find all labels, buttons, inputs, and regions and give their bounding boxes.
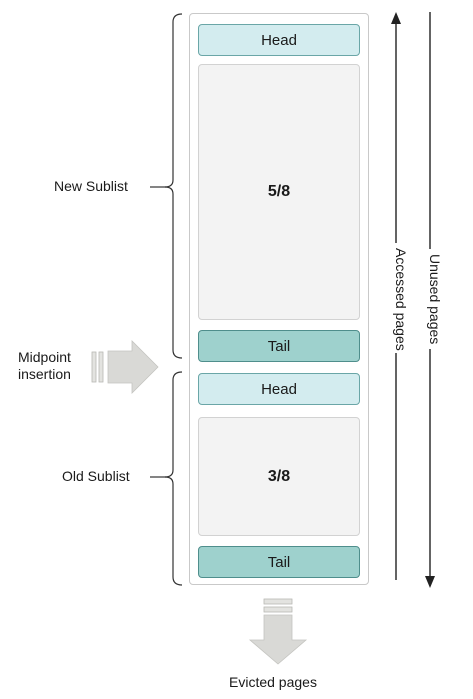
new-sublist-fraction: 5/8: [267, 183, 291, 200]
evicted-pages-label: Evicted pages: [229, 674, 317, 690]
midpoint-arrow: [107, 340, 159, 394]
new-sublist-tail: Tail: [198, 330, 360, 362]
accessed-pages-arrowhead: [391, 12, 401, 24]
old-sublist-head-label: Head: [261, 380, 297, 398]
unused-pages-label: Unused pages: [426, 249, 444, 349]
old-sublist-tail-label: Tail: [267, 553, 291, 571]
old-sublist-head: Head: [198, 373, 360, 405]
unused-pages-arrowhead: [425, 576, 435, 588]
old-sublist-fraction: 3/8: [267, 467, 291, 485]
old-sublist-body: 3/8: [198, 417, 360, 536]
new-sublist-head-label: Head: [261, 31, 297, 49]
old-sublist-label: Old Sublist: [62, 468, 130, 484]
new-sublist-label: New Sublist: [54, 178, 128, 194]
new-sublist-bracket: [164, 13, 183, 359]
midpoint-insertion-label: Midpoint insertion: [18, 349, 71, 383]
new-sublist-body: 5/8: [198, 64, 360, 320]
new-sublist-tail-label: Tail: [267, 337, 291, 355]
evicted-stripe-2: [263, 606, 293, 613]
accessed-pages-label: Accessed pages: [392, 243, 410, 353]
old-sublist-bracket: [164, 371, 183, 586]
evicted-stripe-1: [263, 598, 293, 605]
old-sublist-tail: Tail: [198, 546, 360, 578]
evicted-arrow: [248, 614, 308, 665]
midpoint-insertion-line1: Midpoint: [18, 349, 71, 365]
new-sublist-head: Head: [198, 24, 360, 56]
midpoint-stripe-2: [98, 351, 104, 383]
midpoint-stripe-1: [91, 351, 97, 383]
midpoint-insertion-line2: insertion: [18, 366, 71, 382]
